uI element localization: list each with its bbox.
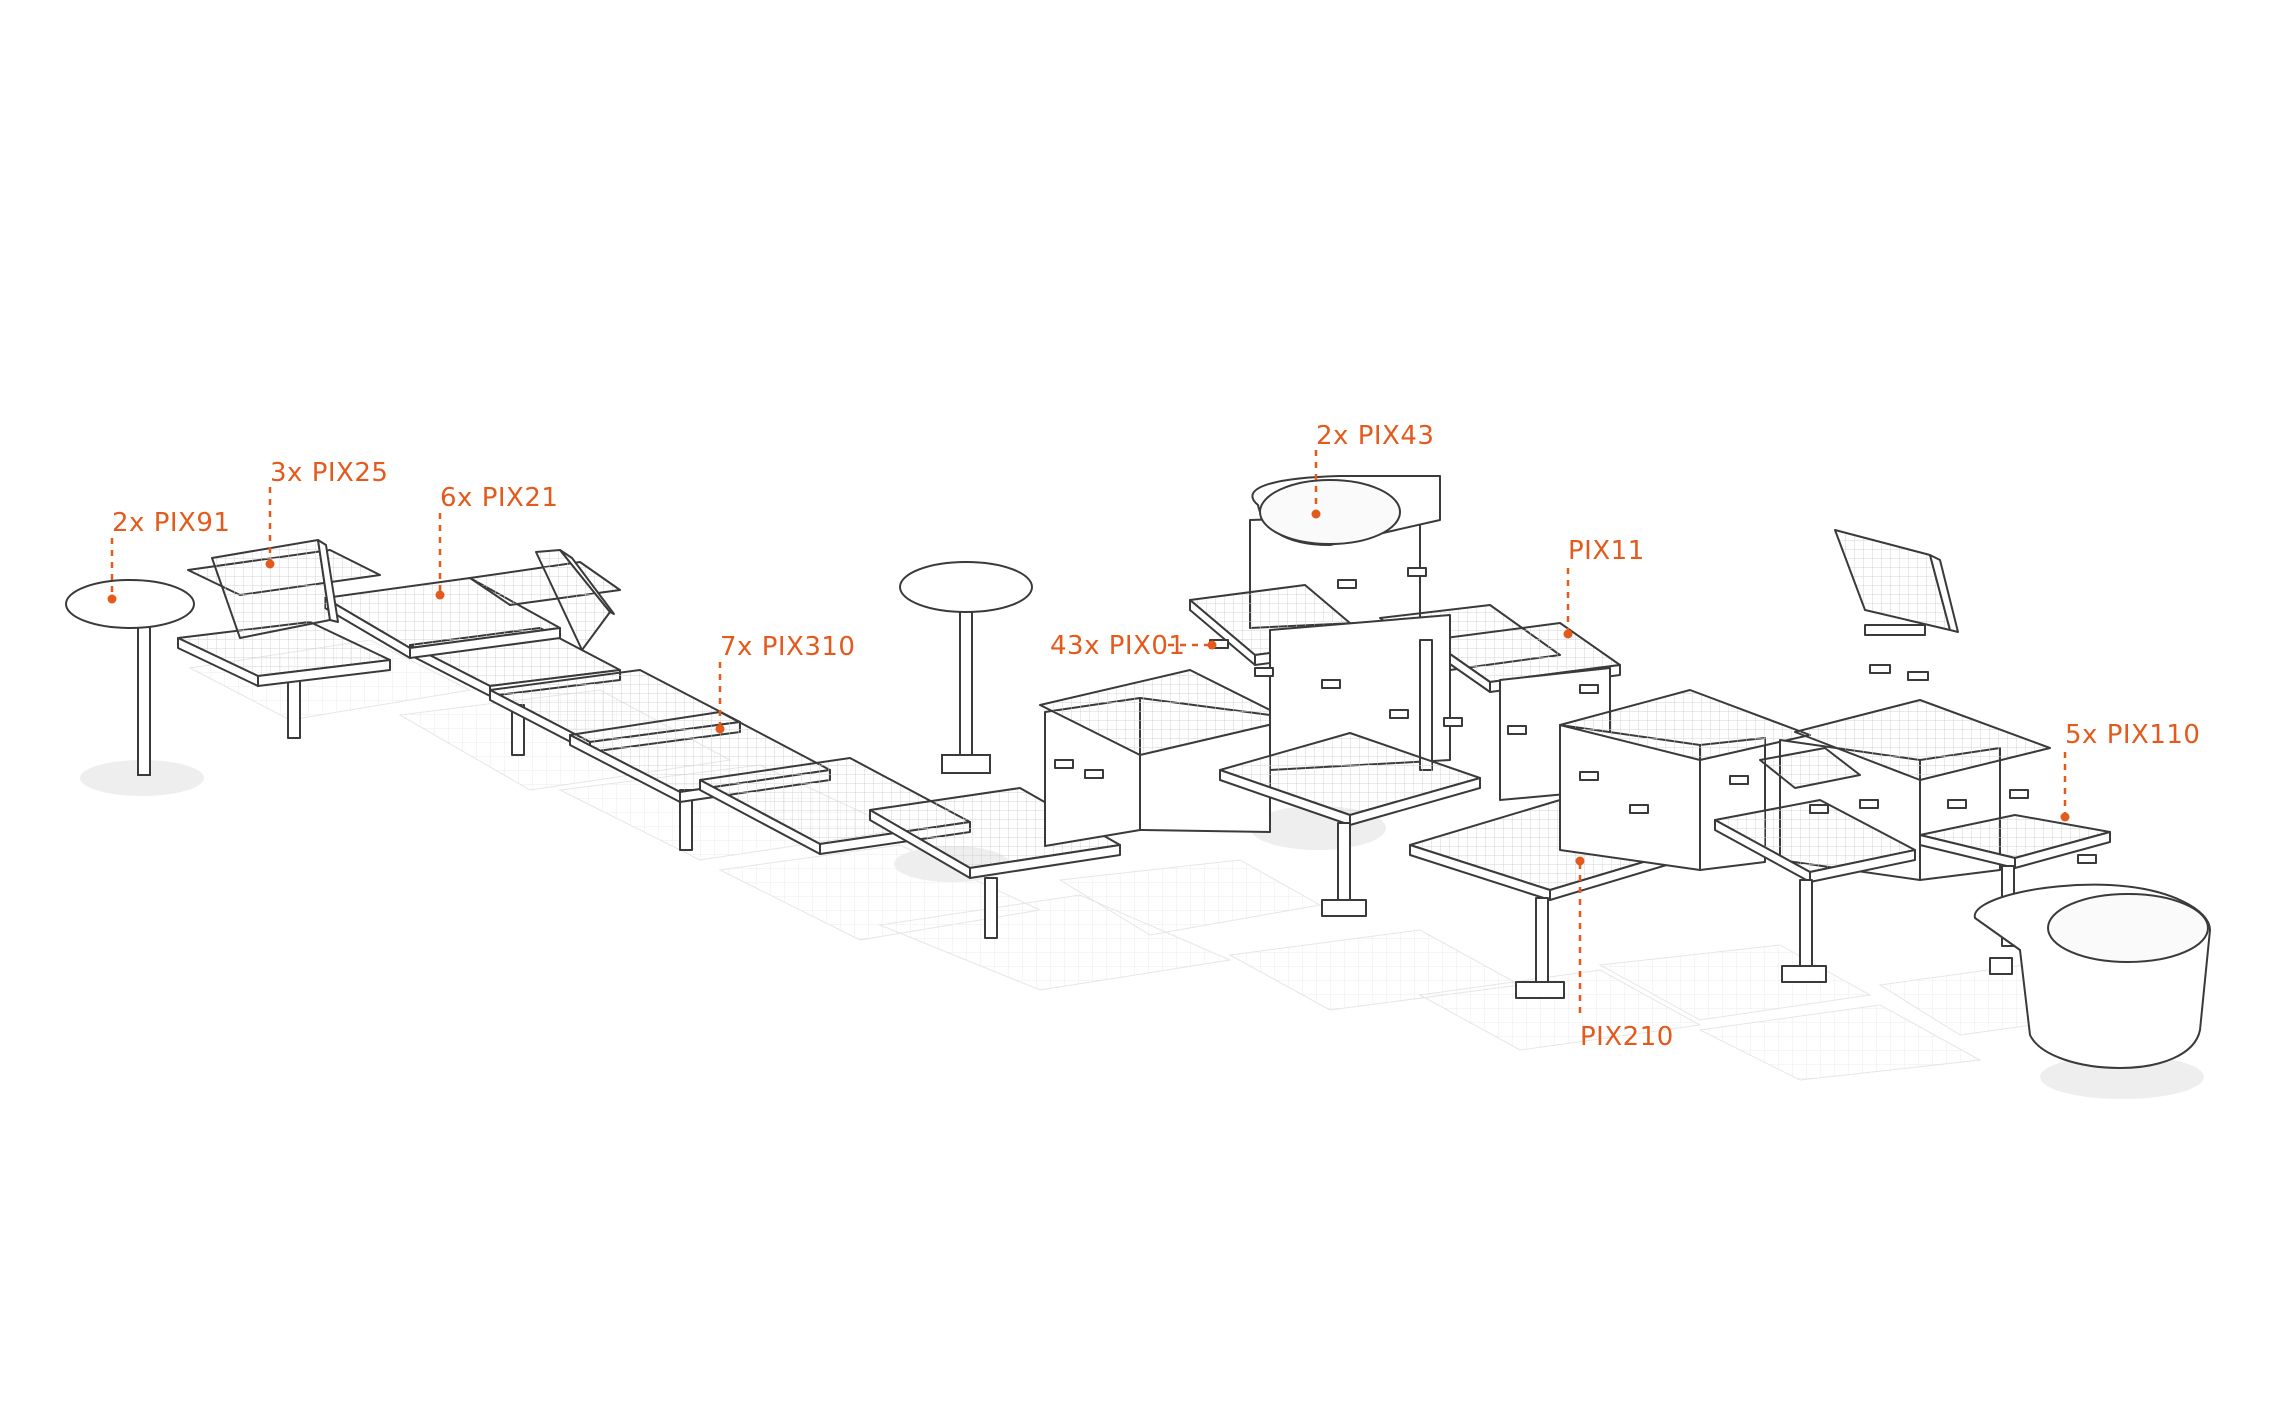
bench-run-left: [177, 539, 1121, 939]
label-pix110: 5x PIX110: [2065, 720, 2201, 750]
label-pix01: 43x PIX01: [1050, 631, 1186, 661]
leader-dots: [107, 509, 2070, 866]
label-pix91: 2x PIX91: [112, 508, 231, 538]
label-pix25: 3x PIX25: [270, 458, 389, 488]
ground-shadows: [80, 760, 2204, 1099]
label-pix210: PIX210: [1580, 1022, 1674, 1052]
pix91-round-table-center: [899, 561, 1033, 774]
label-pix310: 7x PIX310: [720, 632, 856, 662]
cube-cluster-center: [1039, 475, 1701, 999]
pix91-round-table-left: [65, 579, 195, 776]
label-pix11: PIX11: [1568, 536, 1645, 566]
cube-cluster-right: [1559, 529, 2211, 1069]
leader-lines: [110, 450, 2067, 1018]
label-pix21: 6x PIX21: [440, 483, 559, 513]
label-pix43: 2x PIX43: [1316, 421, 1435, 451]
